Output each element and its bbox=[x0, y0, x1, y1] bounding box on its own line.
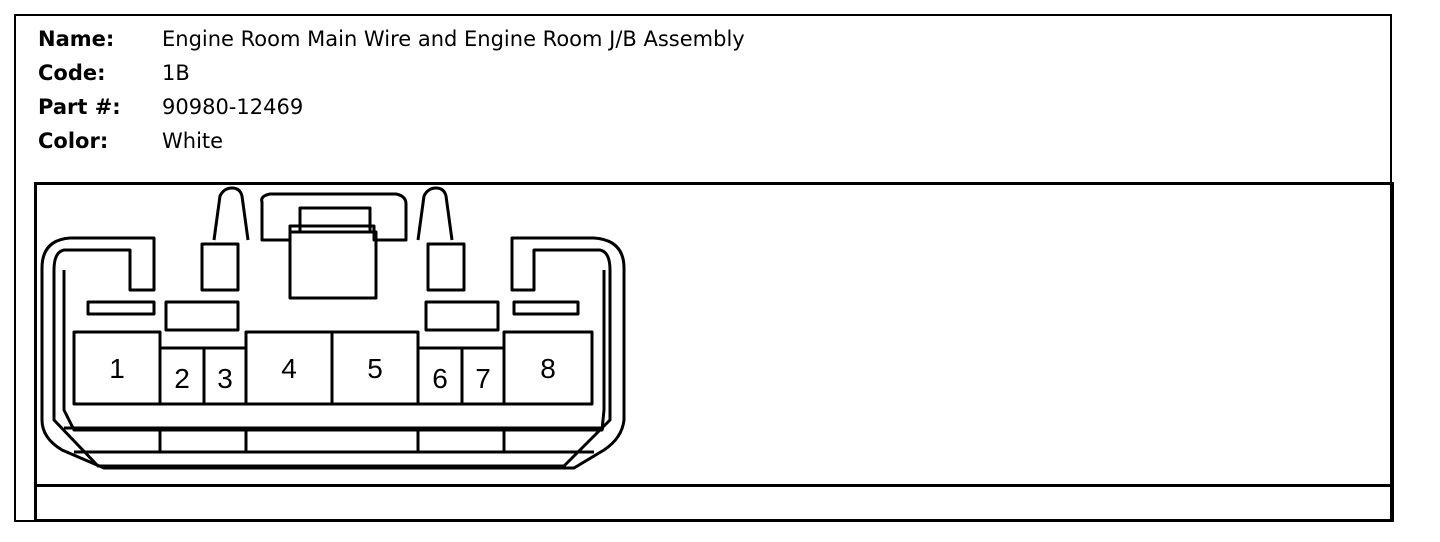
left-tab-window bbox=[200, 242, 240, 292]
pin-label-3: 3 bbox=[217, 363, 233, 394]
color-value: White bbox=[162, 129, 224, 153]
footer-divider bbox=[34, 484, 1394, 487]
pin-label-6: 6 bbox=[432, 363, 448, 394]
inner-body bbox=[62, 270, 606, 432]
upper-slot-1 bbox=[86, 300, 156, 316]
part-value: 90980-12469 bbox=[162, 95, 304, 119]
latch-block-lower bbox=[288, 230, 378, 300]
pin-label-5: 5 bbox=[367, 353, 383, 384]
code-label: Code: bbox=[38, 61, 106, 85]
connector-face-diagram: 1 2 3 4 5 6 7 8 bbox=[40, 186, 626, 470]
upper-slot-3 bbox=[424, 300, 500, 332]
center-latch bbox=[260, 192, 408, 242]
code-value: 1B bbox=[162, 61, 190, 85]
right-tab-window bbox=[426, 242, 466, 292]
pin-label-4: 4 bbox=[281, 353, 297, 384]
pin-label-7: 7 bbox=[475, 363, 491, 394]
upper-slot-4 bbox=[512, 300, 580, 316]
latch-block bbox=[298, 206, 372, 234]
color-label: Color: bbox=[38, 129, 109, 153]
pin-label-8: 8 bbox=[540, 353, 556, 384]
pin-label-1: 1 bbox=[109, 353, 125, 384]
diagram-box bbox=[34, 182, 1394, 522]
housing-outline bbox=[40, 236, 626, 470]
pin-label-2: 2 bbox=[174, 363, 190, 394]
pin-cavity-8 bbox=[502, 330, 594, 406]
left-tab bbox=[212, 186, 250, 241]
part-label: Part #: bbox=[38, 95, 121, 119]
upper-slot-2 bbox=[164, 300, 240, 332]
name-label: Name: bbox=[38, 27, 115, 51]
name-value: Engine Room Main Wire and Engine Room J/… bbox=[162, 27, 745, 51]
right-tab bbox=[416, 186, 454, 241]
